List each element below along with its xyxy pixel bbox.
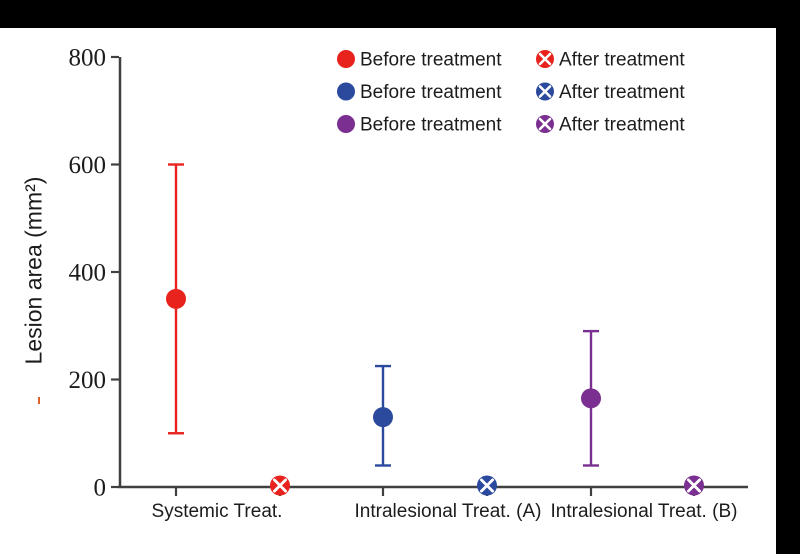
legend-marker-after-x2 [538, 117, 552, 131]
legend-marker-after-x2 [538, 52, 552, 66]
legend-marker-after-x2 [538, 85, 552, 98]
top-black-bar [0, 0, 800, 28]
x-category-label: Systemic Treat. [152, 501, 283, 522]
legend-label-after: After treatment [559, 82, 685, 103]
y-axis-title: Lesion area (mm²) [20, 176, 47, 365]
y-tick-label: 400 [69, 260, 107, 287]
right-black-bar [776, 0, 800, 554]
y-tick-label: 800 [69, 45, 107, 72]
y-tick-label: 0 [94, 475, 107, 502]
data-point-before [373, 407, 393, 428]
x-category-label: Intralesional Treat. (A) [355, 501, 542, 522]
y-tick-label: 600 [69, 152, 107, 179]
legend-marker-before [337, 50, 355, 68]
data-point-after-x2 [479, 478, 495, 493]
stray-orange-mark [38, 397, 40, 404]
x-category-label: Intralesional Treat. (B) [551, 501, 738, 522]
legend-marker-before [337, 82, 355, 101]
data-point-after-x2 [272, 478, 288, 493]
legend-marker-before [337, 115, 355, 133]
legend-label-before: Before treatment [360, 115, 502, 136]
legend-label-after: After treatment [559, 115, 685, 136]
y-tick-label: 200 [69, 367, 107, 394]
data-point-before [581, 388, 601, 409]
data-point-after-x2 [687, 478, 701, 493]
data-point-before [166, 288, 186, 309]
legend-label-after: After treatment [559, 50, 685, 71]
legend-label-before: Before treatment [360, 50, 502, 71]
legend-label-before: Before treatment [360, 82, 502, 103]
